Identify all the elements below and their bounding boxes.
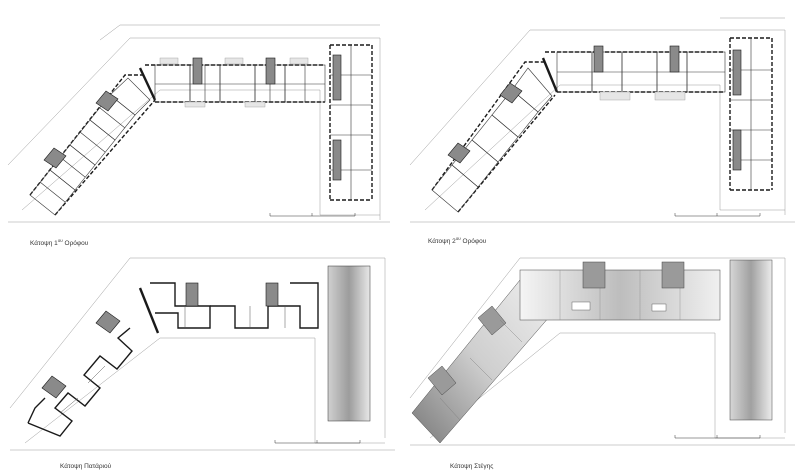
horizontal-wing-rooms — [154, 64, 326, 103]
caption-rest: Ορόφου — [460, 238, 487, 246]
diagonal-roof-ridges — [439, 319, 523, 421]
scale-bar — [274, 440, 361, 444]
caption-sup: ου — [57, 238, 63, 243]
first-floor-plan — [7, 24, 390, 223]
caption-text: Κάτοψη 2 — [428, 238, 456, 246]
site-outline — [409, 17, 795, 223]
caption-sup: ου — [455, 236, 461, 241]
attic-partitions — [59, 306, 286, 414]
attic-stair-cores — [41, 282, 279, 399]
horizontal-wing-stair-cores — [593, 45, 680, 73]
scale-bar — [269, 213, 356, 217]
diagonal-wing-walls — [431, 61, 556, 213]
entrance-wall — [541, 57, 559, 93]
diagonal-wing-rooms — [431, 67, 553, 213]
attic-plan — [9, 257, 395, 451]
roof-dormers — [582, 261, 685, 289]
scale-bar — [674, 213, 761, 217]
entrance-wall — [138, 67, 157, 101]
vertical-roof — [729, 259, 773, 421]
roof-caption: Κάτοψη Στέγης — [450, 463, 493, 470]
vertical-wing-roof — [327, 265, 371, 422]
diagonal-roof-dormers — [427, 305, 507, 396]
diagonal-wing-stair-cores — [447, 82, 523, 164]
horizontal-wing-stair-cores — [192, 57, 276, 85]
vertical-wing-stair-cores — [732, 49, 742, 171]
horizontal-wing-walls — [145, 64, 325, 103]
entrance-wall — [138, 287, 160, 334]
caption-rest: Ορόφου — [62, 240, 89, 248]
roof-plan — [409, 257, 795, 446]
scale-bar — [674, 435, 761, 439]
balconies — [159, 57, 309, 108]
diagonal-wing-stair-cores — [43, 90, 119, 169]
caption-text: Κάτοψη Πατάριού — [60, 463, 112, 470]
second-floor-plan — [409, 17, 795, 223]
first-floor-caption: Κάτοψη 1ου Ορόφου — [30, 238, 88, 247]
attic-walls — [27, 282, 319, 437]
horizontal-wing-rooms — [556, 51, 726, 93]
attic-caption: Κάτοψη Πατάριού — [60, 463, 111, 470]
caption-text: Κάτοψη Στέγης — [450, 463, 494, 470]
second-floor-caption: Κάτοψη 2ου Ορόφου — [428, 236, 486, 245]
diagonal-wing-rooms — [29, 77, 151, 216]
vertical-wing-stair-cores — [332, 54, 342, 181]
balconies — [599, 91, 686, 101]
roof-skylights — [571, 301, 667, 312]
diagonal-wing-walls — [29, 74, 156, 216]
site-outline — [7, 24, 390, 223]
horizontal-roof — [519, 269, 721, 321]
caption-text: Κάτοψη 1 — [30, 240, 58, 248]
